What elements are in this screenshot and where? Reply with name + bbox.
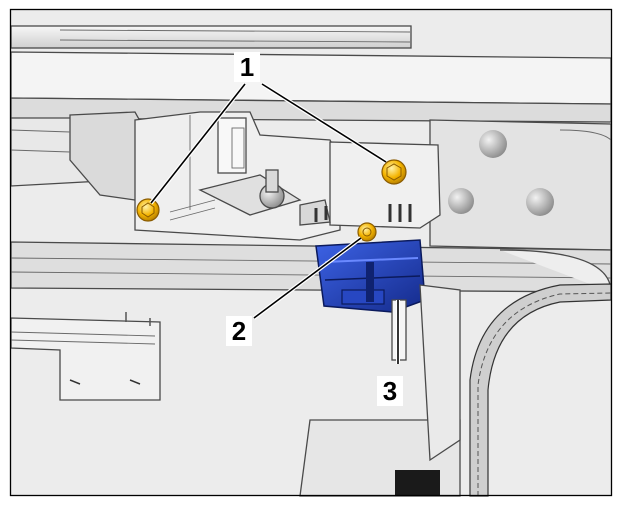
figure-border [9, 8, 613, 497]
main-rail [10, 241, 612, 293]
bolt-icon [136, 198, 160, 222]
support-post [299, 284, 461, 497]
left-arm [10, 111, 146, 201]
hinge-bracket [315, 239, 426, 313]
bolt-icon [357, 222, 377, 242]
callout-1: 1 [240, 52, 254, 82]
bolt-icon [381, 159, 407, 185]
callout-3: 3 [383, 376, 397, 406]
callout-2: 2 [232, 316, 246, 346]
mount-bracket [134, 111, 341, 241]
leader-lines [149, 82, 400, 364]
side-panel [429, 119, 612, 251]
right-bracket [299, 141, 441, 229]
